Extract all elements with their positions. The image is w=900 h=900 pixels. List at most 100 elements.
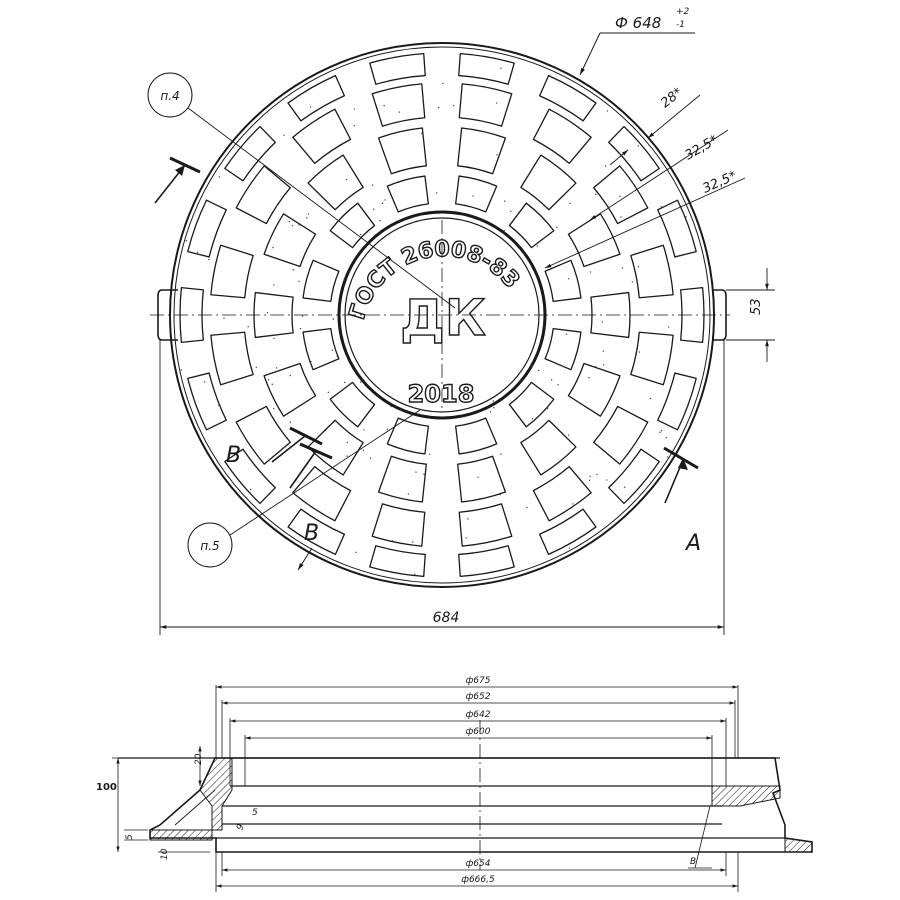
speckle bbox=[557, 384, 559, 386]
speckle bbox=[362, 449, 365, 451]
speckle bbox=[383, 104, 385, 107]
vent-slot bbox=[263, 362, 317, 417]
speckle bbox=[344, 157, 347, 160]
diameter-tol-upper: +2 bbox=[676, 7, 690, 17]
speckle bbox=[223, 317, 225, 319]
speckle bbox=[353, 124, 355, 127]
section-label-b-1: В bbox=[226, 443, 241, 468]
dim-5b: 5 bbox=[125, 834, 135, 840]
speckle bbox=[421, 132, 423, 135]
speckle bbox=[400, 409, 402, 411]
speckle bbox=[604, 165, 607, 167]
speckle bbox=[267, 378, 270, 381]
speckle bbox=[467, 518, 469, 520]
speckle bbox=[472, 195, 474, 197]
speckle bbox=[353, 108, 355, 110]
dim-652: ф652 bbox=[466, 692, 491, 702]
vent-slot bbox=[593, 165, 649, 225]
speckle bbox=[301, 315, 304, 317]
note-5: п.5 bbox=[200, 539, 219, 553]
vent-slot bbox=[680, 286, 705, 344]
speckle bbox=[531, 418, 534, 420]
speckle bbox=[196, 251, 199, 254]
speckle bbox=[606, 479, 608, 481]
vent-slot bbox=[608, 125, 660, 182]
speckle bbox=[594, 366, 597, 368]
vent-slot bbox=[377, 127, 427, 175]
dim-10: 10 bbox=[160, 848, 170, 860]
vent-slot bbox=[302, 327, 340, 371]
speckle bbox=[343, 279, 345, 281]
speckle bbox=[546, 407, 549, 410]
speckle bbox=[623, 486, 626, 488]
speckle bbox=[391, 540, 394, 542]
speckle bbox=[556, 226, 558, 229]
speckle bbox=[536, 245, 538, 247]
speckle bbox=[503, 229, 505, 232]
speckle bbox=[331, 349, 334, 352]
section-label-b-2: В bbox=[304, 521, 319, 546]
vent-slot bbox=[179, 286, 204, 344]
speckle bbox=[327, 391, 330, 394]
speckle bbox=[208, 258, 210, 261]
speckle bbox=[275, 367, 278, 369]
section-mark-a bbox=[663, 446, 699, 504]
speckle bbox=[299, 327, 302, 330]
speckle bbox=[390, 405, 392, 408]
right-foot-hatch bbox=[784, 837, 813, 853]
vent-slot bbox=[457, 455, 507, 503]
speckle bbox=[465, 537, 467, 539]
section-b-label: В bbox=[690, 857, 696, 867]
speckle bbox=[288, 220, 291, 223]
speckle bbox=[185, 239, 188, 242]
dim-32-5-a: 32,5* bbox=[683, 133, 722, 164]
speckle bbox=[538, 369, 540, 372]
vent-slot bbox=[538, 75, 597, 122]
speckle bbox=[381, 202, 384, 205]
speckle bbox=[408, 509, 411, 512]
speckle bbox=[289, 421, 292, 423]
diameter-label: Ф 648 bbox=[615, 14, 661, 32]
vent-slot bbox=[520, 419, 577, 476]
speckle bbox=[227, 381, 229, 384]
vent-slot bbox=[187, 372, 227, 431]
vent-slot bbox=[386, 175, 430, 213]
speckle bbox=[489, 411, 492, 413]
speckle bbox=[346, 441, 348, 444]
speckle bbox=[304, 339, 306, 342]
speckle bbox=[631, 281, 634, 283]
note-4-bubble bbox=[147, 72, 193, 118]
speckle bbox=[569, 202, 571, 205]
speckle bbox=[665, 436, 667, 439]
speckle bbox=[363, 429, 365, 431]
speckle bbox=[595, 193, 597, 196]
speckle bbox=[526, 506, 528, 509]
speckle bbox=[336, 355, 338, 358]
vent-slot bbox=[458, 545, 515, 578]
vent-slot bbox=[329, 202, 376, 249]
vent-slot bbox=[224, 125, 276, 182]
speckle bbox=[204, 381, 206, 383]
speckle bbox=[306, 217, 308, 219]
speckle bbox=[379, 219, 381, 222]
dim-20: 20 bbox=[194, 753, 204, 765]
speckle bbox=[271, 383, 274, 386]
vent-slot bbox=[210, 244, 254, 299]
vent-slot bbox=[457, 127, 507, 175]
speckle bbox=[435, 192, 438, 194]
speckle bbox=[685, 216, 687, 218]
speckle bbox=[588, 376, 590, 379]
section-view: ф675 ф652 ф642 ф600 ф654 ф666,5 100 20 5… bbox=[96, 676, 813, 892]
speckle bbox=[247, 325, 249, 328]
speckle bbox=[307, 532, 309, 534]
speckle bbox=[360, 381, 362, 383]
speckle bbox=[309, 106, 312, 108]
section-mark-b-upper bbox=[271, 426, 333, 489]
speckle bbox=[298, 280, 300, 283]
speckle bbox=[668, 326, 670, 328]
vent-slot bbox=[458, 503, 513, 547]
speckle bbox=[355, 551, 357, 554]
speckle bbox=[602, 350, 605, 352]
speckle bbox=[298, 224, 300, 226]
dim-5: 5 bbox=[252, 808, 258, 818]
